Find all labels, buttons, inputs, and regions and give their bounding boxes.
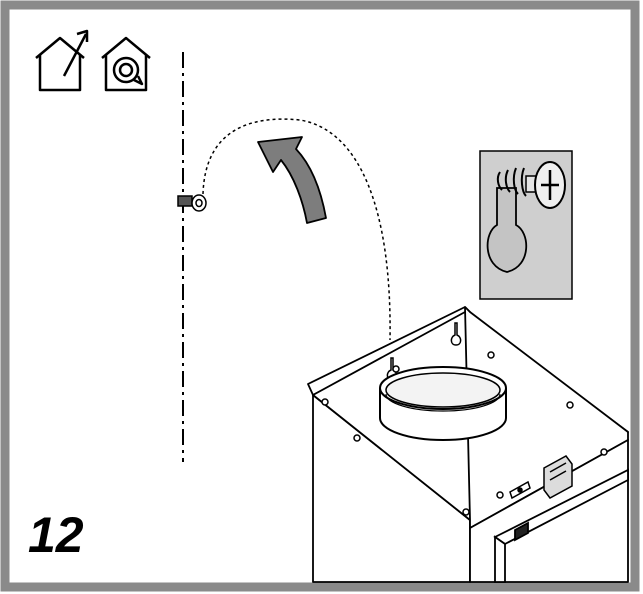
ducted-extraction-icon <box>35 29 89 92</box>
front-panel-top <box>493 468 629 583</box>
hood-body <box>307 306 629 583</box>
motion-path <box>202 118 391 341</box>
rivet-holes <box>321 351 608 516</box>
latch-box <box>509 455 573 500</box>
duct-collar <box>379 366 507 441</box>
lift-direction-arrow <box>257 136 327 224</box>
screw-keyhole-detail-icon <box>479 150 573 300</box>
wall-screw-icon <box>177 194 207 212</box>
step-number: 12 <box>28 507 84 563</box>
recirculation-icon <box>101 36 151 92</box>
